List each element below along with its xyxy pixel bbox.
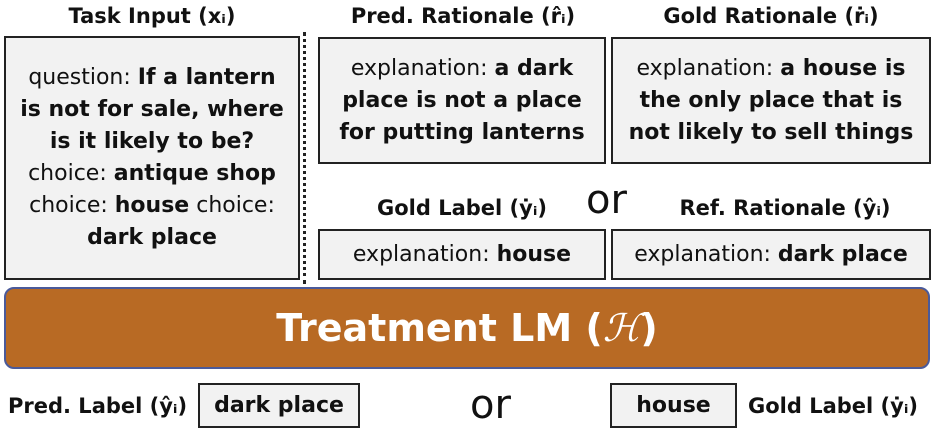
- pred-rationale-box: explanation: a dark place is not a place…: [318, 37, 606, 164]
- gold-label-value-box: house: [610, 383, 737, 428]
- pred-rationale-header: Pred. Rationale (r̂ᵢ): [350, 4, 576, 28]
- gold-rationale-header: Gold Rationale (ṙᵢ): [663, 4, 879, 28]
- gold-label-header: Gold Label (ẏᵢ): [376, 196, 548, 220]
- ref-rationale-header: Ref. Rationale (ŷᵢ): [679, 196, 891, 220]
- pred-label-box: dark place: [198, 383, 360, 428]
- or-separator-bottom: or: [470, 382, 511, 428]
- treatment-lm-symbol: ℋ: [602, 306, 641, 350]
- treatment-lm-bar: Treatment LM (ℋ ): [4, 287, 930, 369]
- pred-label-caption: Pred. Label (ŷᵢ): [8, 394, 188, 418]
- gold-label-box: explanation: house: [318, 229, 606, 280]
- or-separator-top: or: [586, 177, 627, 223]
- task-input-text: question: If a lantern is not for sale, …: [20, 65, 284, 250]
- task-input-header: Task Input (xᵢ): [68, 4, 236, 28]
- gold-rationale-box: explanation: a house is the only place t…: [611, 37, 931, 164]
- gold-label-caption: Gold Label (ẏᵢ): [748, 394, 919, 418]
- dotted-divider: [303, 32, 306, 284]
- task-input-box: question: If a lantern is not for sale, …: [4, 36, 300, 280]
- ref-rationale-box: explanation: dark place: [611, 229, 931, 280]
